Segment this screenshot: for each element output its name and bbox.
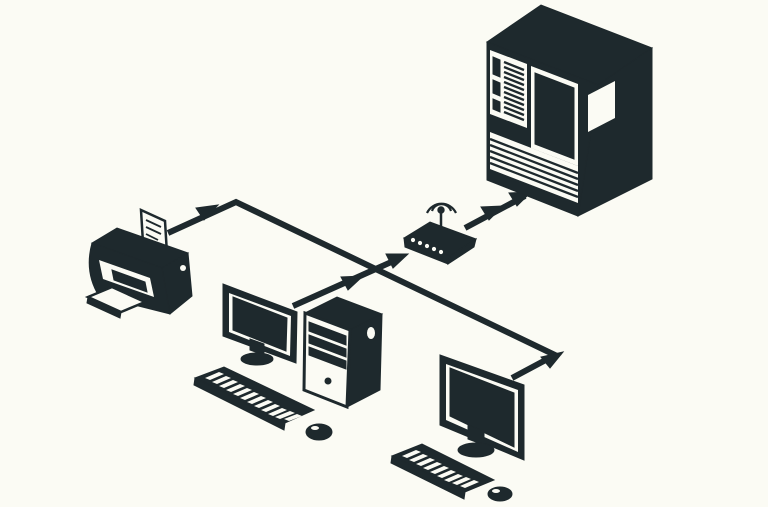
arrowhead-workstation-2-cable: [540, 351, 565, 369]
printer-icon: [84, 207, 193, 319]
desktop-computer-icon: [193, 283, 384, 441]
server-tower-icon: [485, 4, 654, 217]
connections: [166, 191, 565, 381]
wireless-router-icon: [402, 202, 478, 266]
arrowhead-workstation-1-outbound: [340, 275, 365, 291]
monitor-icon: [390, 354, 525, 502]
arrowhead-router-inbound: [385, 253, 410, 269]
mouse-icon: [487, 486, 513, 502]
keyboard-icon: [390, 443, 496, 500]
arrowhead-printer-cable: [195, 204, 220, 221]
arrowhead-router-outbound: [480, 205, 505, 221]
